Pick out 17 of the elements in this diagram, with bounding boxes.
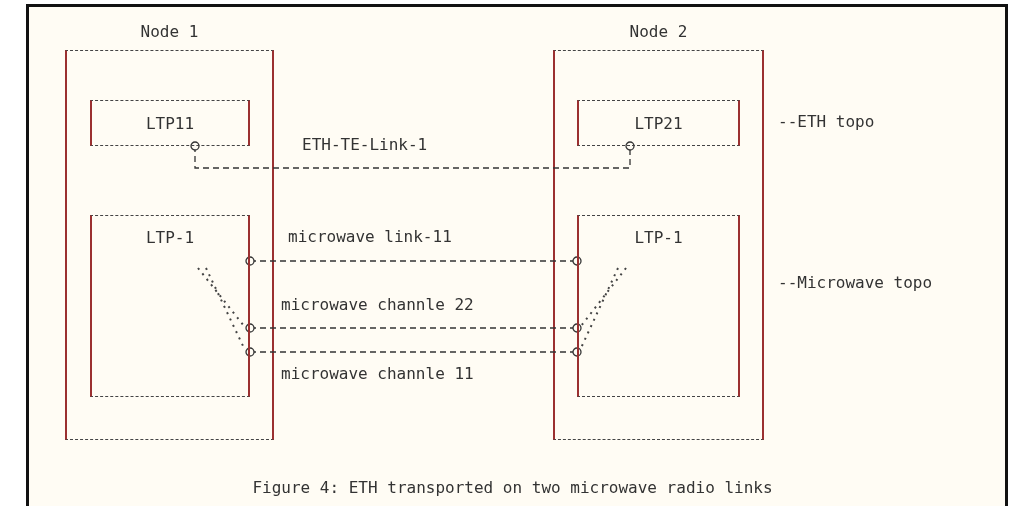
ltp-box	[90, 100, 250, 146]
ltp-label: LTP-1	[634, 228, 683, 247]
ltp-box	[577, 100, 740, 146]
node-title: Node 1	[140, 22, 199, 41]
link-line	[245, 347, 582, 357]
ltp-box	[90, 215, 250, 397]
ltp-label: LTP11	[145, 113, 195, 133]
topology-note: --Microwave topo	[778, 273, 933, 292]
link-line	[245, 256, 582, 266]
ltp-label: LTP21	[634, 113, 683, 133]
link-line	[190, 141, 635, 169]
link-line	[245, 323, 582, 333]
ltp-label: LTP-1	[145, 228, 195, 247]
node-title: Node 2	[629, 22, 688, 41]
figure-caption: Figure 4: ETH transported on two microwave radio links	[251, 478, 774, 497]
topology-note: --ETH topo	[778, 112, 875, 131]
ltp-box	[577, 215, 740, 397]
